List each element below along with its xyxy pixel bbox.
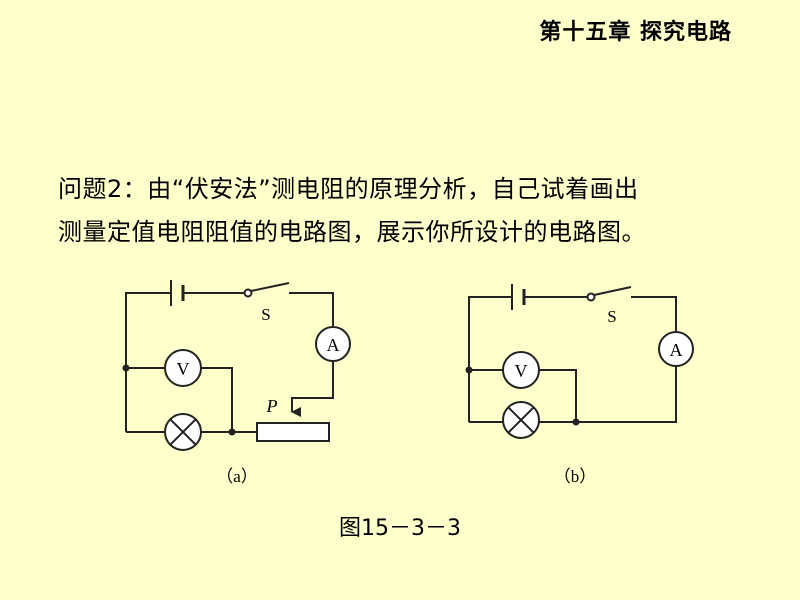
question-text: 问题2：由“伏安法”测电阻的原理分析，自己试着画出 测量定值电阻阻值的电路图，展… bbox=[58, 168, 646, 254]
junction-dot bbox=[228, 428, 236, 436]
voltmeter-b: V bbox=[502, 351, 540, 389]
ammeter-label-b: A bbox=[670, 340, 683, 360]
battery-a bbox=[170, 280, 185, 306]
chapter-title: 第十五章 探究电路 bbox=[539, 20, 732, 45]
switch-label-a: S bbox=[261, 305, 270, 324]
lamp-b bbox=[502, 401, 540, 439]
switch-label-b: S bbox=[607, 307, 616, 326]
switch-b: S bbox=[586, 286, 632, 326]
lamp-a bbox=[164, 413, 202, 451]
circuit-a-label: （a） bbox=[216, 467, 258, 486]
voltmeter-a: V bbox=[164, 349, 202, 387]
figure-caption: 图15－3－3 bbox=[339, 516, 461, 541]
ammeter-b: A bbox=[658, 331, 694, 367]
voltmeter-label-a: V bbox=[177, 359, 190, 379]
question-line-2: 测量定值电阻阻值的电路图，展示你所设计的电路图。 bbox=[58, 218, 646, 246]
junction-dot bbox=[122, 364, 130, 372]
ammeter-a: A bbox=[315, 326, 351, 362]
circuit-b: S A V （b） bbox=[465, 284, 694, 486]
question-line-1: 问题2：由“伏安法”测电阻的原理分析，自己试着画出 bbox=[58, 175, 639, 203]
switch-a: S bbox=[243, 282, 290, 324]
circuit-a: S A P V （a） bbox=[122, 280, 351, 486]
junction-dot bbox=[465, 366, 473, 374]
ammeter-label-a: A bbox=[327, 335, 340, 355]
rheostat-label-a: P bbox=[266, 396, 278, 416]
battery-b bbox=[511, 284, 526, 310]
rheostat-a: P bbox=[256, 396, 330, 442]
voltmeter-label-b: V bbox=[515, 361, 528, 381]
junction-dot bbox=[572, 418, 580, 426]
circuit-b-label: （b） bbox=[554, 467, 597, 486]
